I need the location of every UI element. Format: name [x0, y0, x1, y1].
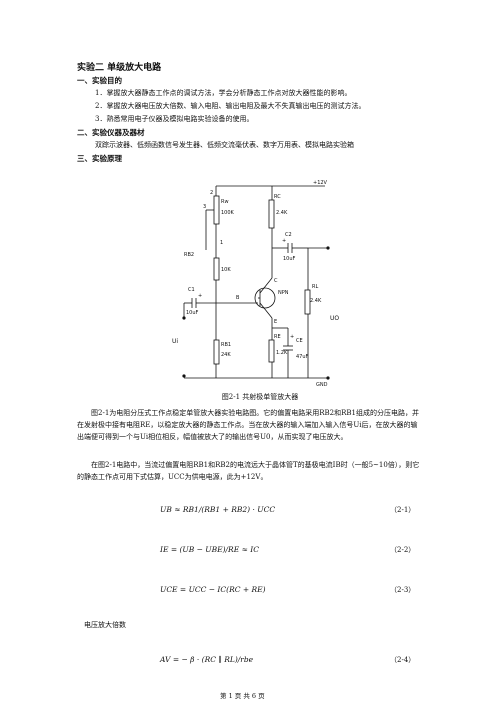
equation-number: （2-4） — [390, 656, 416, 664]
ui-label: Ui — [172, 338, 178, 345]
rw-value: 100K — [221, 210, 235, 216]
gnd-label: GND — [316, 382, 328, 388]
base-label: B — [236, 295, 240, 301]
rb1-label: RB1 — [221, 342, 231, 348]
paragraph: 在图2-1电路中，当流过偏置电阻RB1和RB2的电流远大于晶体管T的基极电流IB… — [77, 461, 420, 481]
c2-label: C2 — [285, 232, 292, 238]
rl-label: RL — [312, 284, 318, 290]
c1-label: C1 — [188, 287, 195, 293]
ce-value: 47uF — [296, 354, 309, 360]
re-value: 1.2K — [276, 350, 288, 356]
equation-2-3: UCE = UCC − IC(RC + RE) — [160, 585, 266, 594]
vcc-label: +12V — [313, 180, 328, 186]
equation-number: （2-3） — [390, 586, 416, 594]
rw-pin1-label: 1 — [220, 240, 223, 246]
rl-value: 2.4K — [310, 298, 322, 304]
ce-label: CE — [296, 338, 303, 344]
equation-2-2: IE = (UB − UBE)/RE ≈ IC — [160, 545, 259, 554]
c1-plus: + — [198, 293, 202, 299]
paragraph: 图2-1为电阻分压式工作点稳定单管放大器实验电路图。它的偏置电路采用RB2和RB… — [77, 409, 420, 441]
amplifier-circuit-diagram: +12V 2 3 Rw 100K 1 RB2 10K RC 2.4K C2 + … — [172, 180, 339, 388]
section-heading-principle: 三、实验原理 — [77, 154, 122, 163]
uo-label: UO — [330, 315, 339, 322]
re-label: RE — [274, 334, 281, 340]
objective-item: 2．掌握放大器电压放大倍数、输入电阻、输出电阻及最大不失真输出电压的测试方法。 — [95, 102, 366, 110]
section-heading-objectives: 一、实验目的 — [77, 76, 122, 85]
emitter-label: E — [274, 319, 277, 325]
equation-number: （2-1） — [390, 506, 416, 514]
equation-2-1: UB ≈ RB1/(RB1 + RB2) · UCC — [160, 505, 276, 514]
gain-label: 电压放大倍数 — [84, 621, 126, 629]
ce-plus: + — [290, 334, 294, 340]
objective-item: 1．掌握放大器静态工作点的调试方法，学会分析静态工作点对放大器性能的影响。 — [95, 89, 352, 97]
objective-item: 3．熟悉常用电子仪器及模拟电路实验设备的使用。 — [95, 115, 254, 123]
page-footer: 第 1 页 共 6 页 — [220, 692, 265, 700]
rw-pin2-label: 2 — [210, 190, 213, 196]
c2-plus: + — [282, 238, 286, 244]
collector-label: C — [274, 278, 278, 284]
rc-value: 2.4K — [276, 210, 288, 216]
equipment-list: 双踪示波器、低频函数信号发生器、低频交流毫伏表、数字万用表、模拟电路实验箱 — [95, 141, 354, 149]
rc-label: RC — [274, 194, 281, 200]
section-heading-equipment: 二、实验仪器及器材 — [77, 128, 145, 137]
figure-caption: 图2-1 共射极单管放大器 — [221, 393, 299, 401]
equation-number: （2-2） — [390, 546, 416, 554]
rb1-value: 24K — [221, 352, 231, 358]
page-title: 实验二 单级放大电路 — [77, 63, 162, 73]
c2-value: 10uF — [283, 256, 296, 262]
rw-label: Rw — [221, 199, 229, 205]
equation-2-4: AV = − β · (RC ∥ RL)/rbe — [160, 655, 254, 664]
rw-pin3-label: 3 — [203, 204, 206, 210]
npn-label: NPN — [278, 290, 289, 296]
rb2-label: RB2 — [184, 252, 194, 258]
r10k-value: 10K — [221, 267, 231, 273]
c1-value: 10uF — [186, 310, 199, 316]
